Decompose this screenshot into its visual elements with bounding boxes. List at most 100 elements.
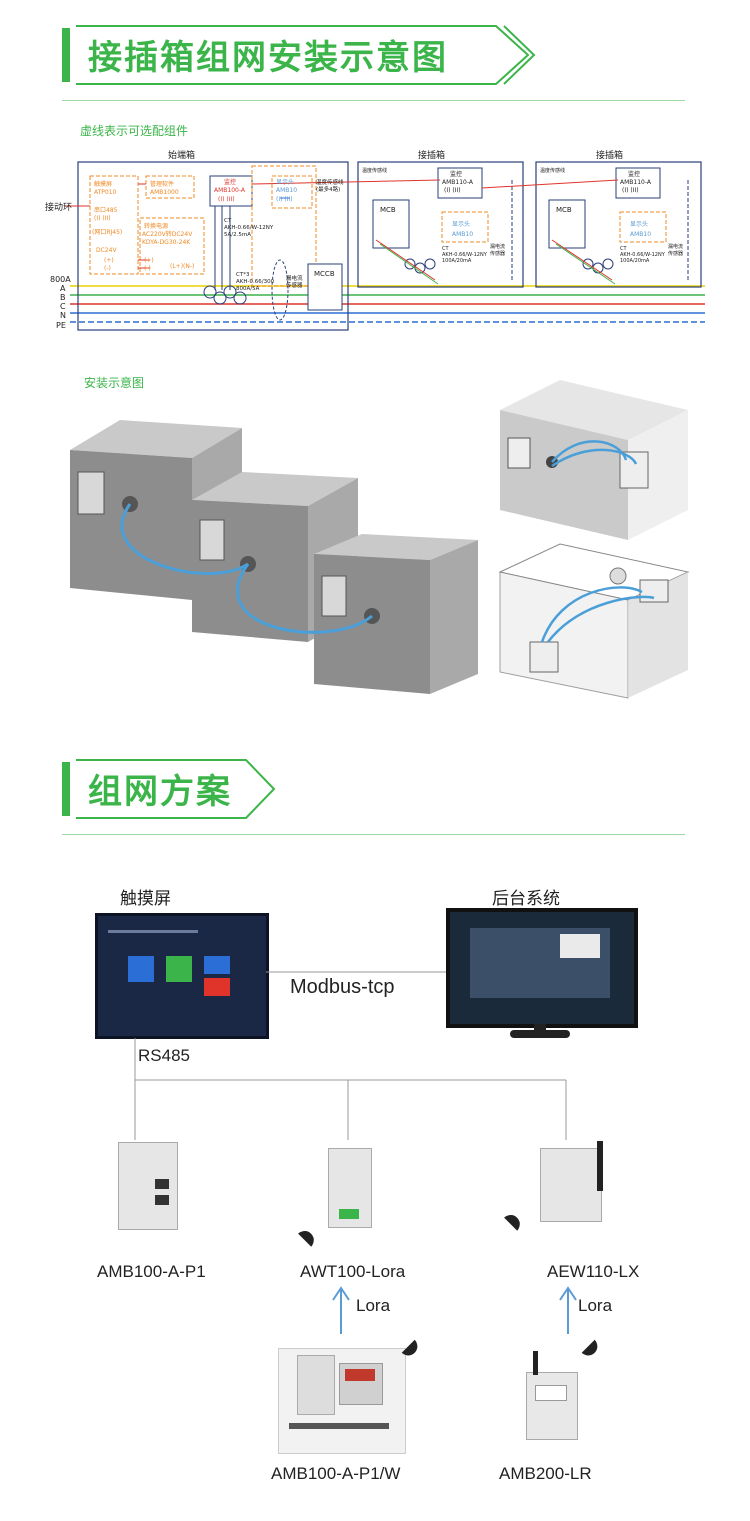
label-plus: (+) <box>104 257 114 264</box>
label-ct-main-1: CT <box>224 218 232 224</box>
label-monitor-plug2-1: 监控 <box>628 170 640 178</box>
divider-2 <box>62 834 685 835</box>
label-leak-1: 漏电流 <box>286 274 303 282</box>
label-plug-box-1: 接插箱 <box>418 149 445 161</box>
label-ethernet: (网口RJ45) <box>92 229 122 236</box>
backend-label: 后台系统 <box>492 889 560 909</box>
device-awt100-label: AWT100-Lora <box>300 1262 406 1281</box>
label-ct3-3: 800A/5A <box>236 286 260 292</box>
label-minus-psu: (-) <box>144 265 151 272</box>
install-illustration <box>70 380 690 699</box>
label-dc24v: DC24V <box>96 247 117 254</box>
device-amb100w-label: AMB100-A-P1/W <box>271 1464 401 1483</box>
label-temp-plug1: 温度传感线 <box>362 167 387 174</box>
label-display-plug2-1: 显示头 <box>630 220 648 228</box>
note-install-diagram: 安装示意图 <box>84 376 145 390</box>
label-ct-plug1-3: 100A/20mA <box>442 258 472 264</box>
label-monitor-start-2: AMB100-A <box>214 187 246 194</box>
label-leak-2: 传感器 <box>286 281 303 289</box>
touch-screen-label: 触摸屏 <box>120 889 171 909</box>
label-ring: 接动环 <box>45 201 72 213</box>
label-touch-2: ATP010 <box>94 189 117 196</box>
label-ct3-1: CT*3 <box>236 272 250 278</box>
label-mccb: MCCB <box>314 270 335 278</box>
label-monitor-plug1-3: (I) (II) <box>444 187 461 194</box>
label-ct-main-3: 5A/2.5mA <box>224 232 251 238</box>
label-ct-plug1-1: CT <box>442 246 449 252</box>
bus-label-n: N <box>60 311 66 320</box>
label-monitor-plug1-1: 监控 <box>450 170 462 178</box>
label-monitor-plug2-3: (I) (II) <box>622 187 639 194</box>
label-monitor-start-1: 监控 <box>224 178 236 186</box>
label-minus: (-) <box>104 265 111 272</box>
label-psu-1: 转换电源 <box>144 222 168 230</box>
label-temp-2: (最多4路) <box>316 185 340 193</box>
section-title-network: 组网方案 <box>88 772 232 812</box>
backend-monitor <box>446 908 638 1028</box>
device-amb100w <box>278 1348 406 1454</box>
label-monitor-plug2-2: AMB110-A <box>620 179 652 186</box>
bus-label-b: B <box>60 293 66 302</box>
label-ct3-2: AKH-0.66/300 <box>236 279 275 285</box>
device-amb100-label: AMB100-A-P1 <box>97 1262 206 1281</box>
label-ct-main-2: AKH-0.66/W-12NY <box>224 225 274 231</box>
label-ct-plug2-2: AKH-0.66/W-12NY <box>620 252 666 258</box>
label-mgmt-1: 管理软件 <box>150 180 174 188</box>
device-amb200-label: AMB200-LR <box>499 1464 592 1483</box>
device-aew110 <box>540 1141 603 1222</box>
section2-accent-bar <box>62 762 70 816</box>
label-display-start-3: (I) (II) <box>276 196 293 203</box>
label-plug-box-2: 接插箱 <box>596 149 623 161</box>
lora-label-1: Lora <box>356 1296 391 1315</box>
device-awt100 <box>328 1148 372 1228</box>
label-leak-plug1-1: 漏电流 <box>490 243 505 250</box>
label-psu-terms: (L+)(N-) <box>170 263 194 270</box>
label-touch-1: 触摸屏 <box>94 180 112 188</box>
label-psu-3: KDYA-DG30-24K <box>142 239 191 246</box>
label-mgmt-2: AMB1000 <box>150 189 179 196</box>
divider <box>62 100 685 101</box>
label-display-start-2: AMB10 <box>276 187 297 194</box>
label-leak-plug1-2: 传感器 <box>490 250 505 257</box>
wiring-diagram: 始端箱 接插箱 接插箱 接动环 触摸屏 ATP010 管理软件 AMB1000 … <box>45 149 705 331</box>
label-display-plug1-1: 显示头 <box>452 220 470 228</box>
section-title-frame <box>76 25 536 85</box>
label-leak-plug2-1: 漏电流 <box>668 243 683 250</box>
label-ct-plug2-3: 100A/20mA <box>620 258 650 264</box>
bus-label-pe: PE <box>56 321 66 330</box>
monitor-stand <box>510 1030 570 1038</box>
label-monitor-plug1-2: AMB110-A <box>442 179 474 186</box>
label-display-start-1: 显示头 <box>276 178 294 186</box>
label-temp-plug2: 温度传感线 <box>540 167 565 174</box>
bus-label-c: C <box>60 302 66 311</box>
device-amb100 <box>118 1142 178 1230</box>
label-mcb-2: MCB <box>556 206 572 214</box>
device-aew110-label: AEW110-LX <box>547 1262 640 1281</box>
label-plus-psu: (+) <box>144 257 154 264</box>
transparent-box-top <box>500 380 688 540</box>
label-monitor-start-3: (I) (II) <box>218 196 235 203</box>
lora-label-2: Lora <box>578 1296 613 1315</box>
label-serial-2: (I) (II) <box>94 215 111 222</box>
monitor-neck <box>534 1024 546 1032</box>
network-lines <box>134 971 577 1334</box>
note-optional-components: 虚线表示可选配组件 <box>80 124 189 138</box>
bus-label-a: A <box>60 284 66 293</box>
touch-screen-device <box>95 913 269 1039</box>
section-title-install: 接插箱组网安装示意图 <box>88 38 448 78</box>
label-leak-plug2-2: 传感器 <box>668 250 683 257</box>
label-display-plug1-2: AMB10 <box>452 231 473 238</box>
label-ct-plug2-1: CT <box>620 246 627 252</box>
device-amb200 <box>526 1351 578 1440</box>
transparent-box-bottom <box>498 543 690 699</box>
label-serial: 串口485 <box>94 206 118 214</box>
label-start-box: 始端箱 <box>168 149 195 161</box>
label-psu-2: AC220V转DC24V <box>142 230 193 238</box>
rs485-label: RS485 <box>138 1046 190 1065</box>
cabinet-3 <box>314 534 478 694</box>
section-accent-bar <box>62 28 70 82</box>
protocol-label: Modbus-tcp <box>290 976 395 998</box>
label-temp-1: 温度传感线 <box>316 178 344 186</box>
section2-title-frame <box>76 759 276 819</box>
bus-label-800a: 800A <box>50 275 71 284</box>
